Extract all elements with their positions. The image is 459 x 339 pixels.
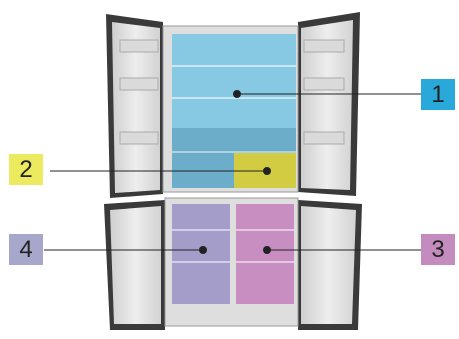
callout-3-label: 3: [431, 235, 445, 263]
left-lower-door: [104, 200, 165, 330]
door-shelf: [119, 131, 159, 145]
right-freezer-drawer-zone: [236, 204, 294, 304]
fridge-compartment-zone: [172, 34, 296, 128]
door-shelf: [303, 131, 345, 145]
callout-2-badge: 2: [9, 154, 43, 185]
leader-3: [263, 246, 421, 254]
leader-2: [50, 167, 271, 175]
right-lower-door: [298, 200, 362, 330]
callout-4-badge: 4: [9, 234, 43, 265]
door-shelf: [119, 39, 159, 53]
leader-4: [44, 246, 207, 254]
door-shelf: [303, 77, 345, 91]
callout-2-label: 2: [19, 155, 33, 183]
leader-1: [233, 90, 421, 98]
callout-4-label: 4: [19, 235, 33, 263]
callout-1-badge: 1: [421, 79, 455, 110]
callout-3-badge: 3: [421, 234, 455, 265]
door-shelf: [119, 77, 159, 91]
right-upper-door: [298, 12, 360, 196]
fridge-cabinet: [162, 25, 299, 193]
door-shelf: [303, 39, 345, 53]
left-upper-door: [106, 14, 163, 198]
callout-1-label: 1: [431, 80, 445, 108]
freezer-cabinet: [164, 197, 299, 327]
left-freezer-drawer-zone: [172, 204, 230, 304]
